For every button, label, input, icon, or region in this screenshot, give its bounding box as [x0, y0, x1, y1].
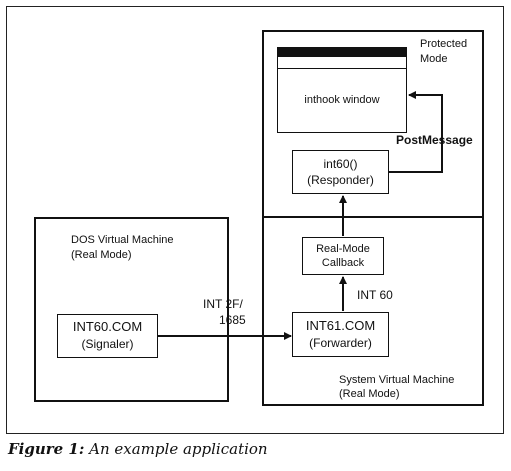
- system-vm-label-line2: (Real Mode): [339, 388, 400, 400]
- int61-forwarder-box: INT61.COM (Forwarder): [292, 312, 389, 357]
- int2f-label-line1: INT 2F/: [203, 297, 243, 311]
- int60-responder-box: int60() (Responder): [292, 150, 389, 194]
- figure-frame: [6, 6, 504, 434]
- int60-signaler-line1: INT60.COM: [72, 319, 143, 334]
- postmessage-arrow: [389, 91, 443, 173]
- figure-caption: Figure 1: An example application: [8, 440, 268, 458]
- inthook-window: inthook window: [277, 47, 407, 133]
- real-mode-callback-line1: Real-Mode: [316, 243, 370, 255]
- real-mode-callback-line2: Callback: [321, 257, 365, 269]
- dos-vm-label-line1: DOS Virtual Machine: [71, 234, 174, 246]
- int60-label: INT 60: [357, 288, 393, 302]
- protected-mode-label-line1: Protected: [420, 38, 468, 50]
- window-title-bar: [278, 48, 406, 57]
- int61-forwarder-line1: INT61.COM: [305, 318, 376, 333]
- int60-responder-line2: (Responder): [307, 173, 374, 187]
- int60-responder-line1: int60(): [323, 157, 358, 171]
- real-mode-callback-box: Real-Mode Callback: [302, 237, 384, 275]
- system-vm-label-line1: System Virtual Machine: [339, 374, 455, 386]
- dos-vm-region: [34, 217, 229, 402]
- protected-mode-label-line2: Mode: [420, 53, 448, 65]
- int60-signaler-line2: (Signaler): [81, 337, 134, 351]
- window-menu-line: [278, 68, 406, 69]
- int60-signaler-box: INT60.COM (Signaler): [57, 314, 158, 358]
- figure-number: Figure 1:: [8, 440, 85, 458]
- int61-forwarder-line2: (Forwarder): [309, 336, 372, 350]
- postmessage-label: PostMessage: [396, 133, 473, 147]
- dos-vm-label-line2: (Real Mode): [71, 249, 132, 261]
- figure-caption-text: An example application: [89, 440, 268, 458]
- int2f-label-line2: 1685: [219, 313, 246, 327]
- inthook-window-label: inthook window: [304, 94, 380, 106]
